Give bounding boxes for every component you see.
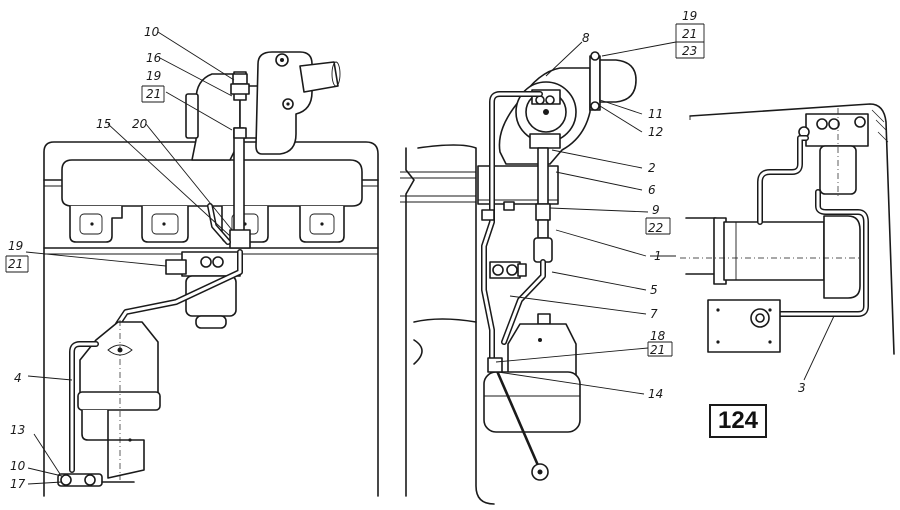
callout-14: 14 <box>648 387 663 401</box>
middle-oil-cleaner <box>483 313 581 481</box>
callout-11: 11 <box>648 107 663 121</box>
middle-oil-supply-pipe <box>481 91 543 363</box>
left-top-bolts <box>230 73 250 139</box>
left-turbocharger <box>185 51 341 161</box>
right-air-housing <box>680 215 861 299</box>
middle-view <box>400 51 637 505</box>
middle-fittings <box>481 201 515 221</box>
callout-13: 13 <box>10 423 25 437</box>
callout-15: 15 <box>96 117 111 131</box>
left-return-pipe <box>57 341 135 487</box>
callout-20: 20 <box>132 117 148 131</box>
figure-number-badge: 124 <box>709 404 767 438</box>
callout-4: 4 <box>14 371 22 385</box>
callout-21-mid: 21 <box>8 257 23 271</box>
callout-8: 8 <box>582 31 590 45</box>
middle-drain-pipe <box>501 147 553 345</box>
right-filter <box>798 108 869 198</box>
callout-19-mid: 19 <box>8 239 23 253</box>
callout-9: 9 <box>652 203 660 217</box>
callout-21-top: 21 <box>146 87 161 101</box>
callout-7: 7 <box>650 307 658 321</box>
right-view <box>680 103 895 355</box>
callout-17: 17 <box>10 477 26 491</box>
callout-10-bottom: 10 <box>10 459 26 473</box>
middle-turbocharger <box>498 51 637 165</box>
right-pipes <box>757 135 869 317</box>
left-view <box>43 51 379 497</box>
callout-1: 1 <box>654 249 662 263</box>
left-oil-cleaner <box>77 320 161 480</box>
callout-6: 6 <box>648 183 656 197</box>
callout-3: 3 <box>798 381 806 395</box>
callout-16: 16 <box>146 51 162 65</box>
callout-5: 5 <box>650 283 658 297</box>
middle-bracket <box>489 261 527 279</box>
callout-23: 23 <box>682 44 697 58</box>
callout-18: 18 <box>650 329 666 343</box>
callout-22: 22 <box>648 221 663 235</box>
right-engine-outline <box>689 103 895 355</box>
leader-lines <box>5 23 835 485</box>
callout-21-right: 21 <box>682 27 697 41</box>
callout-21-low: 21 <box>650 343 665 357</box>
left-oil-filter <box>115 249 243 329</box>
callout-12: 12 <box>648 125 663 139</box>
callout-10-top: 10 <box>144 25 160 39</box>
callout-numbers: 10 16 19 21 15 20 19 21 4 13 10 17 8 19 … <box>8 9 806 491</box>
callout-19-top: 19 <box>146 69 161 83</box>
exhaust-manifold <box>61 159 363 243</box>
callout-2: 2 <box>648 161 656 175</box>
callout-19-right: 19 <box>682 9 697 23</box>
right-mount-plate <box>707 299 781 353</box>
middle-engine-outline <box>400 144 495 505</box>
